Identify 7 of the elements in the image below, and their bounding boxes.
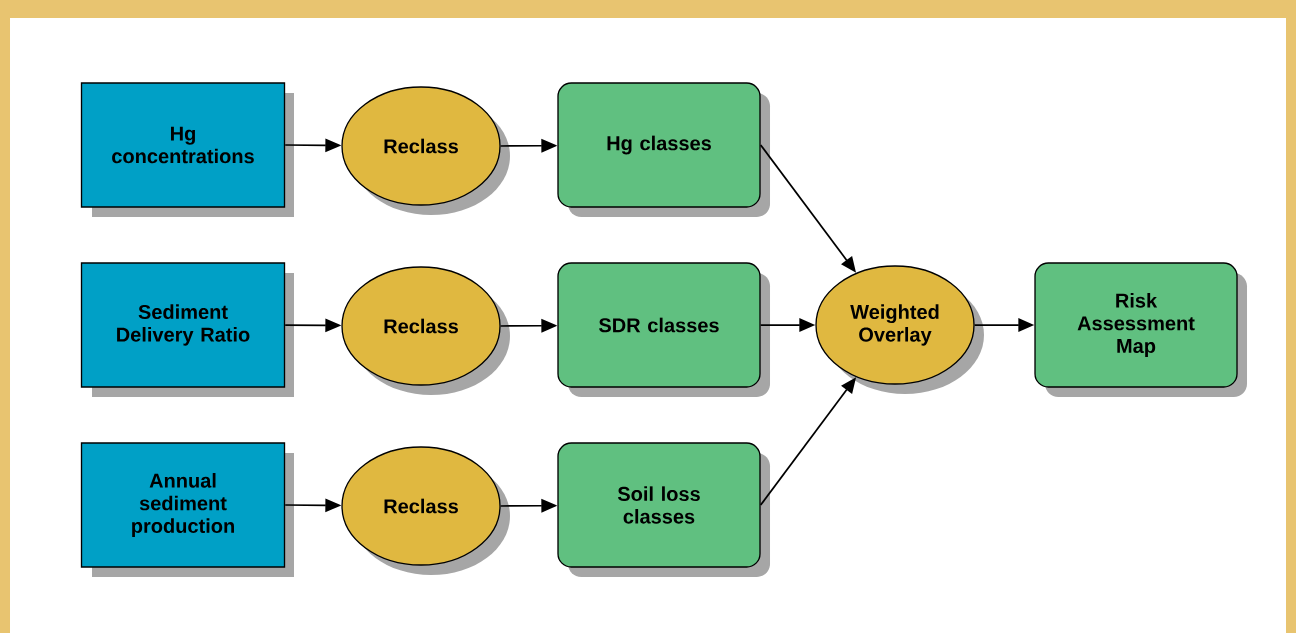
output-box: Hg classes xyxy=(557,82,770,217)
output-box: Soil loss classes xyxy=(557,442,770,577)
input-box: Annual sediment production xyxy=(80,442,294,577)
input-box: Hg concentrations xyxy=(80,82,294,217)
output-box: Risk Assessment Map xyxy=(1034,262,1247,397)
output-box: SDR classes xyxy=(557,262,770,397)
input-box: Sediment Delivery Ratio xyxy=(80,262,294,397)
